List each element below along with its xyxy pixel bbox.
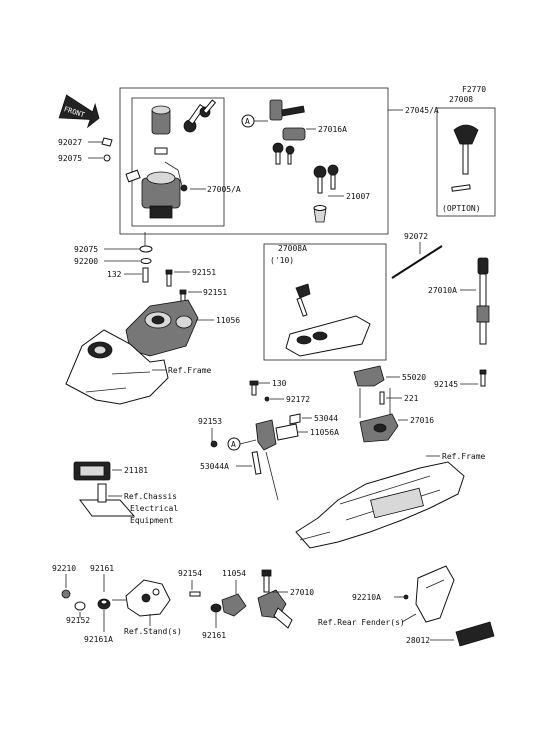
callout-21181: 21181 xyxy=(124,466,148,475)
nut-92161-lower-part xyxy=(210,603,222,613)
callout-27005A: 27005/A xyxy=(207,185,241,194)
seat-hook-part xyxy=(353,365,385,387)
ignition-cylinder-part xyxy=(151,105,171,155)
callout-92172: 92172 xyxy=(286,395,310,404)
callout-27008A: 27008A xyxy=(278,244,307,253)
bolt-icon-221 xyxy=(379,391,385,405)
bolt-icon-92145 xyxy=(479,369,487,387)
option-key-icon xyxy=(451,124,479,192)
key-icon-3 xyxy=(313,164,339,194)
marker-a-icon-1: A xyxy=(241,114,255,128)
rear-frame-part xyxy=(295,461,465,549)
seat-latch-part xyxy=(255,419,299,451)
callout-92210A: 92210A xyxy=(352,593,381,602)
bolt-icon-92151a xyxy=(165,269,173,287)
callout-92153: 92153 xyxy=(198,417,222,426)
key-icon-1 xyxy=(183,99,217,133)
year-2010-label: ('10) xyxy=(270,256,294,265)
collar-92161A-part xyxy=(97,598,111,610)
seat-lock-27016-part xyxy=(359,413,399,443)
callout-53044A: 53044A xyxy=(200,462,229,471)
front-arrow-icon: FRONT xyxy=(58,94,100,129)
switch-27010A-part xyxy=(476,257,490,345)
key-fob-part xyxy=(285,315,371,357)
chassis-bracket-part xyxy=(79,483,136,517)
frame-head-part xyxy=(65,329,169,405)
seat-lock-part xyxy=(269,99,306,141)
callout-11054: 11054 xyxy=(222,569,246,578)
ref-chassis-line3: Equipment xyxy=(130,516,174,525)
callout-132: 132 xyxy=(107,270,122,279)
ref-frame-lower: Ref.Frame xyxy=(442,452,486,461)
callout-92161-upper: 92161 xyxy=(90,564,114,573)
figure-code: F2770 xyxy=(462,85,486,94)
key-set-box xyxy=(119,87,389,235)
key-icon-2 xyxy=(272,142,295,165)
relay-21181-part xyxy=(73,461,111,481)
stand-switch-27010-part xyxy=(257,569,293,629)
cable-tie-part xyxy=(391,245,443,279)
key-2010-icon xyxy=(295,283,311,317)
spring-53044-part xyxy=(289,413,301,425)
callout-92152: 92152 xyxy=(66,616,90,625)
pin-53044A-part xyxy=(251,451,262,475)
callout-21007: 21007 xyxy=(346,192,370,201)
reflector-28012-part xyxy=(455,621,495,647)
ignition-switch-body-part xyxy=(141,161,188,219)
ignition-sub-box xyxy=(131,97,225,227)
connector-part xyxy=(125,169,141,183)
callout-92161A: 92161A xyxy=(84,635,113,644)
callout-27016: 27016 xyxy=(410,416,434,425)
callout-27008: 27008 xyxy=(449,95,473,104)
callout-92200: 92200 xyxy=(74,257,98,266)
callout-92145: 92145 xyxy=(434,380,458,389)
callout-92154: 92154 xyxy=(178,569,202,578)
callout-28012: 28012 xyxy=(406,636,430,645)
side-stand-part xyxy=(125,579,171,617)
callout-11056: 11056 xyxy=(216,316,240,325)
ref-chassis-line2: Electrical xyxy=(130,504,178,513)
callout-27045A: 27045/A xyxy=(405,106,439,115)
option-key-box xyxy=(436,107,496,217)
key-2010-box xyxy=(263,243,387,361)
marker-a-icon-2: A xyxy=(227,437,241,451)
callout-92075-upper: 92075 xyxy=(58,154,82,163)
callout-27010A: 27010A xyxy=(428,286,457,295)
ref-stand: Ref.Stand(s) xyxy=(124,627,182,636)
callout-92075-lower: 92075 xyxy=(74,245,98,254)
callout-11056A: 11056A xyxy=(310,428,339,437)
ref-rear-fender: Ref.Rear Fender(s) xyxy=(318,618,405,627)
bolt-icon-92154 xyxy=(189,591,201,597)
steering-stem-bracket-part xyxy=(125,299,199,357)
bolt-icon-130 xyxy=(249,380,259,396)
callout-92151-upper: 92151 xyxy=(192,268,216,277)
callout-92072: 92072 xyxy=(404,232,428,241)
callout-53044: 53044 xyxy=(314,414,338,423)
svg-text:A: A xyxy=(231,440,236,449)
callout-55020: 55020 xyxy=(402,373,426,382)
callout-27016A: 27016A xyxy=(318,125,347,134)
option-label: (OPTION) xyxy=(442,204,481,213)
callout-92151-lower: 92151 xyxy=(203,288,227,297)
ref-chassis-line1: Ref.Chassis xyxy=(124,492,177,501)
callout-27010: 27010 xyxy=(290,588,314,597)
callout-92210: 92210 xyxy=(52,564,76,573)
callout-92027: 92027 xyxy=(58,138,82,147)
reflector-bracket-part xyxy=(415,565,455,623)
callout-130: 130 xyxy=(272,379,287,388)
callout-92161-lower: 92161 xyxy=(202,631,226,640)
svg-text:A: A xyxy=(245,117,250,126)
callout-221: 221 xyxy=(404,394,419,403)
key-blank-part xyxy=(313,205,327,223)
ref-frame-upper: Ref.Frame xyxy=(168,366,212,375)
stand-bracket-part xyxy=(221,593,247,617)
